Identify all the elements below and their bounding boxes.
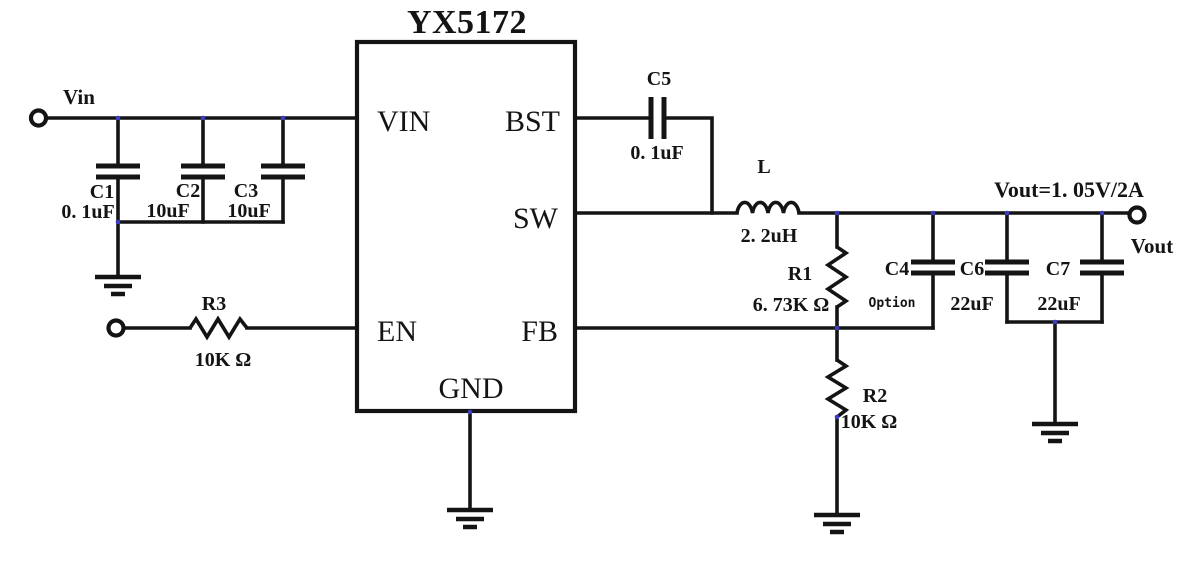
c2-ref: C2 [176, 180, 200, 202]
pin-label-bst: BST [505, 105, 560, 138]
vin-terminal [28, 108, 49, 128]
ic-title: YX5172 [407, 4, 527, 41]
r2-zigzag [824, 358, 850, 419]
ground-symbol-output [1032, 421, 1078, 444]
ic-body [354, 39, 578, 414]
ic-ground-section [447, 409, 493, 530]
pin-label-vin: VIN [377, 105, 430, 138]
c6-ref: C6 [960, 258, 984, 280]
c5-value: 0. 1uF [630, 142, 683, 164]
c2-plates [181, 163, 225, 180]
output-rail: L 2. 2uH [573, 156, 1132, 247]
c1-plates [96, 163, 140, 180]
pin-label-en: EN [377, 315, 417, 348]
r3-value: 10K Ω [195, 349, 252, 371]
c6-value: 22uF [950, 293, 993, 315]
r2-value: 10K Ω [841, 411, 898, 433]
resistor-r2: R2 10K Ω [824, 358, 898, 433]
c6-plates [985, 259, 1029, 276]
vin-label: Vin [63, 85, 95, 109]
capacitor-c1: C1 0. 1uF [61, 116, 140, 224]
bst-to-sw-wire [664, 116, 714, 215]
resistor-r1: R1 6. 73K Ω [753, 245, 850, 316]
c4-ref: C4 [885, 258, 909, 280]
r3-zigzag [188, 315, 249, 341]
ground-symbol-input [95, 274, 141, 297]
vout-label: Vout [1131, 234, 1173, 258]
c7-plates [1080, 259, 1124, 276]
vout-section: Vout=1. 05V/2A Vout [994, 177, 1173, 258]
c2-value: 10uF [146, 200, 189, 222]
capacitor-c4: C4 Option [869, 211, 955, 330]
r1-ref: R1 [788, 263, 812, 285]
pin-label-gnd: GND [439, 372, 504, 405]
capacitor-c5: C5 0. 1uF [630, 68, 683, 164]
c5-ref: C5 [647, 68, 671, 90]
c1-value: 0. 1uF [61, 201, 114, 223]
ground-symbol-r2 [814, 512, 860, 535]
r3-ref: R3 [202, 293, 226, 315]
c7-value: 22uF [1037, 293, 1080, 315]
l-value: 2. 2uH [741, 225, 798, 247]
c4-value: Option [869, 296, 916, 311]
l-coil [735, 200, 801, 214]
l-ref: L [757, 156, 770, 178]
capacitor-c6: C6 22uF [950, 211, 1029, 324]
ground-symbol-ic [447, 507, 493, 530]
feedback-section: R1 6. 73K Ω R2 10K Ω [573, 211, 935, 535]
r1-zigzag [824, 245, 850, 309]
vout-terminal [1127, 205, 1147, 225]
enable-section: R3 10K Ω [106, 293, 359, 371]
bootstrap-section: C5 0. 1uF [573, 68, 714, 215]
resistor-r3: R3 10K Ω [188, 293, 252, 371]
ic-yx5172: YX5172 VIN BST SW EN FB GND [354, 4, 578, 414]
en-terminal [106, 318, 126, 338]
r1-value: 6. 73K Ω [753, 294, 830, 316]
junction-dots [115, 115, 1105, 420]
pin-label-sw: SW [513, 202, 559, 235]
capacitor-c7: C7 22uF [1037, 211, 1124, 324]
pin-label-fb: FB [521, 315, 558, 348]
capacitor-c3: C3 10uF [227, 116, 305, 224]
c5-plates [648, 97, 667, 139]
c1-ref: C1 [90, 181, 114, 203]
output-caps-section: C4 Option C6 22uF C7 22uF [869, 211, 1124, 444]
c3-plates [261, 163, 305, 180]
vout-spec-label: Vout=1. 05V/2A [994, 177, 1144, 202]
capacitor-c2: C2 10uF [146, 116, 225, 224]
c7-ref: C7 [1046, 258, 1070, 280]
c3-value: 10uF [227, 200, 270, 222]
c4-plates [911, 259, 955, 276]
inductor-l: L 2. 2uH [735, 156, 801, 247]
input-section: Vin C1 0. 1uF C2 10uF C3 10uF [28, 85, 359, 297]
r2-ref: R2 [863, 385, 887, 407]
c3-ref: C3 [234, 180, 258, 202]
